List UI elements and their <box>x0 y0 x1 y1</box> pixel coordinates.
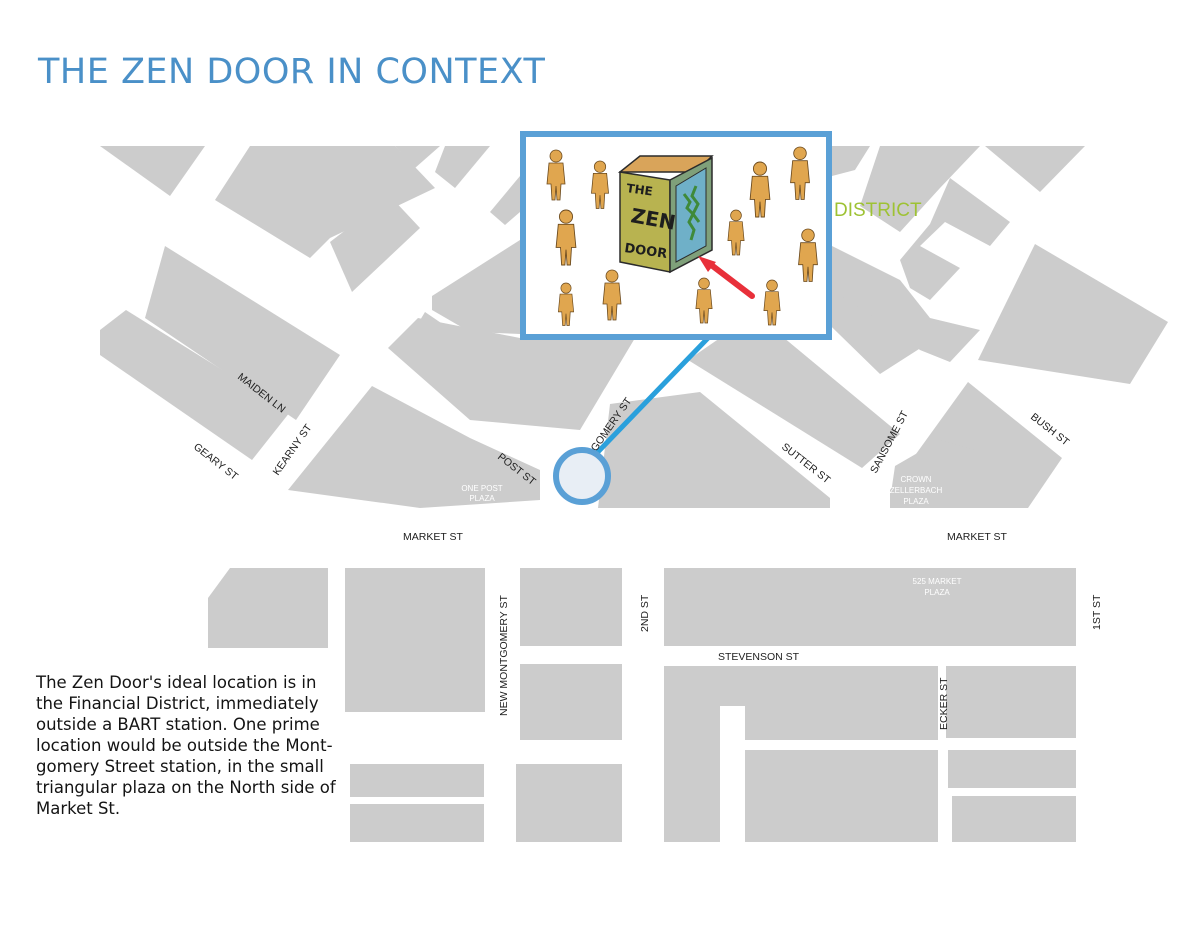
plaza-label-one-post: ONE POST <box>461 484 502 493</box>
plaza-label-crown-zellerbach: ZELLERBACH <box>890 486 943 495</box>
city-block <box>800 274 930 374</box>
people-figures <box>546 146 818 326</box>
street-label-1st-st: 1ST ST <box>1091 594 1103 630</box>
city-block <box>664 568 1076 646</box>
city-block <box>978 244 1168 384</box>
plaza-labels: ONE POST PLAZA CROWN ZELLERBACH PLAZA 52… <box>461 475 961 597</box>
city-block <box>490 176 520 225</box>
plaza-label-one-post: PLAZA <box>469 494 495 503</box>
city-block <box>688 318 900 468</box>
city-block <box>948 750 1076 788</box>
city-block <box>516 764 622 842</box>
city-block <box>832 246 980 362</box>
description-line: The Zen Door's ideal location is in <box>36 673 317 692</box>
plaza-label-crown-zellerbach: CROWN <box>900 475 931 484</box>
north-blocks <box>100 146 1168 508</box>
connector-line <box>591 335 711 459</box>
street-label-stevenson-st: STEVENSON ST <box>718 651 800 663</box>
person-figure <box>798 228 818 282</box>
bart-station-marker <box>553 447 611 505</box>
person-figure <box>555 209 577 266</box>
door-label-the: THE <box>626 181 654 199</box>
city-block <box>100 310 290 460</box>
street-label-new-montgomery-st: NEW MONTGOMERY ST <box>498 594 510 716</box>
plaza-label-crown-zellerbach: PLAZA <box>903 497 929 506</box>
city-block <box>946 666 1076 738</box>
person-figure <box>591 160 609 209</box>
street-label-market-st-right: MARKET ST <box>947 531 1007 543</box>
description-line: gomery Street station, in the small <box>36 757 324 776</box>
city-block <box>900 178 1010 300</box>
description-line: location would be outside the Mont- <box>36 736 333 755</box>
page-title: THE ZEN DOOR IN CONTEXT <box>38 52 546 92</box>
street-label-2nd-st: 2ND ST <box>639 594 651 632</box>
person-figure <box>546 149 566 201</box>
description-text: The Zen Door's ideal location is in the … <box>36 672 336 819</box>
description-line: Market St. <box>36 799 121 818</box>
city-block <box>215 146 435 258</box>
city-block <box>985 146 1085 192</box>
city-block <box>890 440 975 500</box>
person-figure <box>763 279 781 326</box>
city-block <box>345 568 485 712</box>
city-block <box>208 568 328 648</box>
city-block <box>145 246 340 420</box>
description-line: outside a BART station. One prime <box>36 715 320 734</box>
description-line: the Financial District, immediately <box>36 694 319 713</box>
zen-door-box: THE ZEN DOOR <box>617 155 714 274</box>
person-figure <box>602 269 622 321</box>
city-block <box>598 392 830 508</box>
city-block <box>520 568 622 646</box>
zen-door-illustration: THE ZEN DOOR <box>520 131 832 340</box>
person-figure <box>695 277 713 324</box>
city-block <box>388 318 635 430</box>
pointer-arrow <box>698 256 755 299</box>
description-line: triangular plaza on the North side of <box>36 778 336 797</box>
city-block <box>952 796 1076 842</box>
street-label-market-st-left: MARKET ST <box>403 531 463 543</box>
city-block <box>395 146 440 168</box>
city-block <box>435 146 490 188</box>
plaza-label-525-market: PLAZA <box>924 588 950 597</box>
city-block <box>664 666 938 842</box>
city-block <box>350 804 484 842</box>
city-block <box>100 146 205 196</box>
plaza-label-525-market: 525 MARKET <box>913 577 962 586</box>
person-figure <box>557 282 575 326</box>
person-figure <box>790 146 810 200</box>
city-block <box>288 386 540 508</box>
person-figure <box>727 209 745 256</box>
city-block <box>350 764 484 797</box>
city-block <box>832 146 870 176</box>
street-label-geary-st: GEARY ST <box>191 441 240 483</box>
person-figure <box>749 161 771 218</box>
door-label-door: DOOR <box>623 241 668 262</box>
district-label: DISTRICT <box>834 200 922 221</box>
city-block <box>860 146 980 232</box>
city-block <box>745 750 938 842</box>
city-block <box>330 196 420 292</box>
city-block <box>520 664 622 740</box>
street-label-ecker-st: ECKER ST <box>938 677 950 730</box>
city-block <box>432 240 520 334</box>
south-blocks <box>208 568 1076 842</box>
